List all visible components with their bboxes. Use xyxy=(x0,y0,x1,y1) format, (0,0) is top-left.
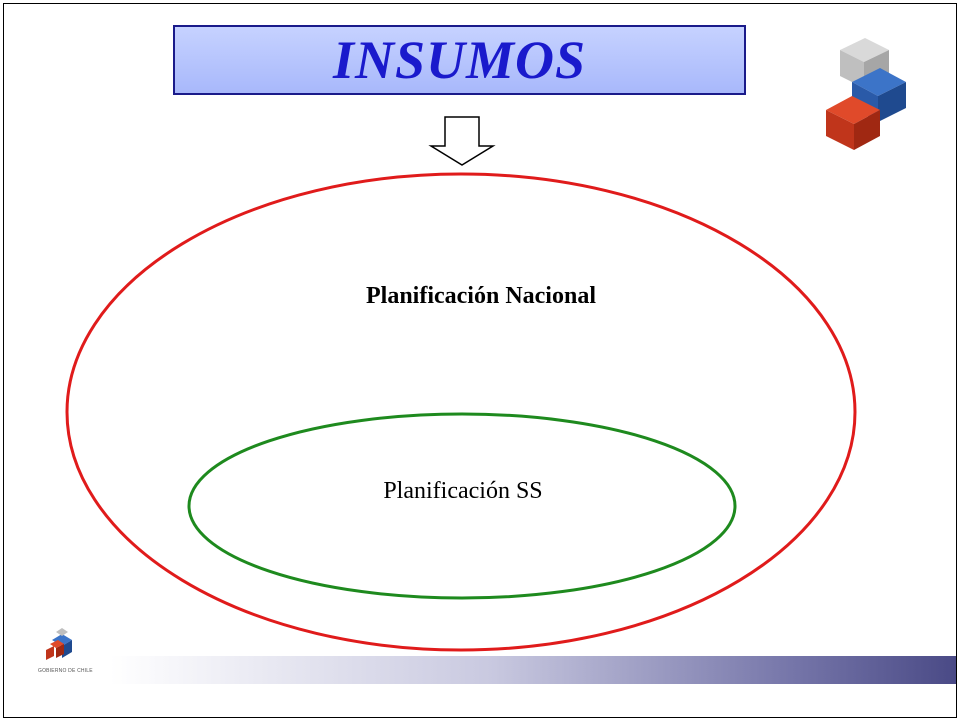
government-logo xyxy=(46,628,72,660)
cubes-logo xyxy=(826,38,906,150)
outer-ellipse xyxy=(65,172,857,652)
outer-ellipse-label: Planificación Nacional xyxy=(366,283,596,309)
footer-gradient-bar xyxy=(110,656,956,684)
title-box: INSUMOS xyxy=(173,25,746,95)
title-text: INSUMOS xyxy=(332,30,587,90)
footer-caption: GOBIERNO DE CHILE xyxy=(38,668,93,674)
inner-ellipse-label: Planificación SS xyxy=(383,478,543,504)
inner-ellipse xyxy=(187,412,737,600)
down-arrow-icon xyxy=(428,116,496,166)
